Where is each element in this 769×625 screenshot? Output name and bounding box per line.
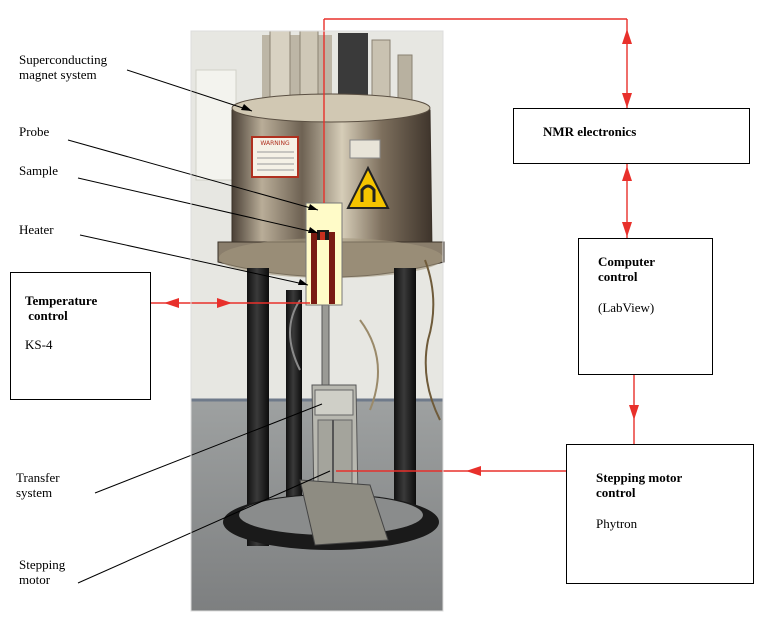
label-stepping-line1: Stepping (19, 557, 66, 572)
label-magnet-line2: magnet system (19, 67, 97, 82)
computer-title-line2: control (598, 269, 638, 284)
stepping-sub: Phytron (596, 516, 638, 531)
warning-sticker-text: WARNING (260, 140, 290, 147)
label-transfer-line2: system (16, 485, 53, 500)
label-heater: Heater (19, 222, 54, 237)
stepping-title-line1: Stepping motor (596, 470, 683, 485)
magnet-hazard-icon (346, 165, 390, 209)
computer-title-line1: Computer (598, 254, 656, 269)
label-transfer: Transfer system (16, 470, 60, 500)
motor-base (299, 479, 389, 546)
heater-bar-left (311, 232, 317, 304)
temperature-title-line2: control (25, 308, 68, 323)
nmr-electronics-box: NMR electronics (513, 108, 750, 164)
temperature-control-box: Temperature control KS-4 (10, 272, 151, 400)
label-magnet-line1: Superconducting (19, 52, 108, 67)
computer-sub: (LabView) (598, 300, 655, 315)
label-transfer-line1: Transfer (16, 470, 60, 485)
transfer-rod (321, 299, 330, 391)
connection-lines (150, 18, 639, 476)
label-stepping-line2: motor (19, 572, 51, 587)
photo-window (195, 69, 237, 181)
label-stepping-motor: Stepping motor (19, 557, 65, 587)
stepping-motor-control-box: Stepping motor control Phytron (566, 444, 754, 584)
temperature-title-line1: Temperature (25, 293, 98, 308)
magnet-leg-right (394, 268, 416, 530)
temperature-sub: KS-4 (25, 337, 53, 352)
heater-bar-right (329, 232, 335, 304)
label-magnet: Superconducting magnet system (19, 52, 107, 82)
nmr-title: NMR electronics (543, 124, 637, 139)
computer-control-box: Computer control (LabView) (578, 238, 713, 375)
label-sample: Sample (19, 163, 58, 178)
label-probe: Probe (19, 124, 50, 139)
magnet-leg-back (286, 290, 302, 525)
stepping-title-line2: control (596, 485, 636, 500)
magnet-leg-left (247, 268, 269, 546)
